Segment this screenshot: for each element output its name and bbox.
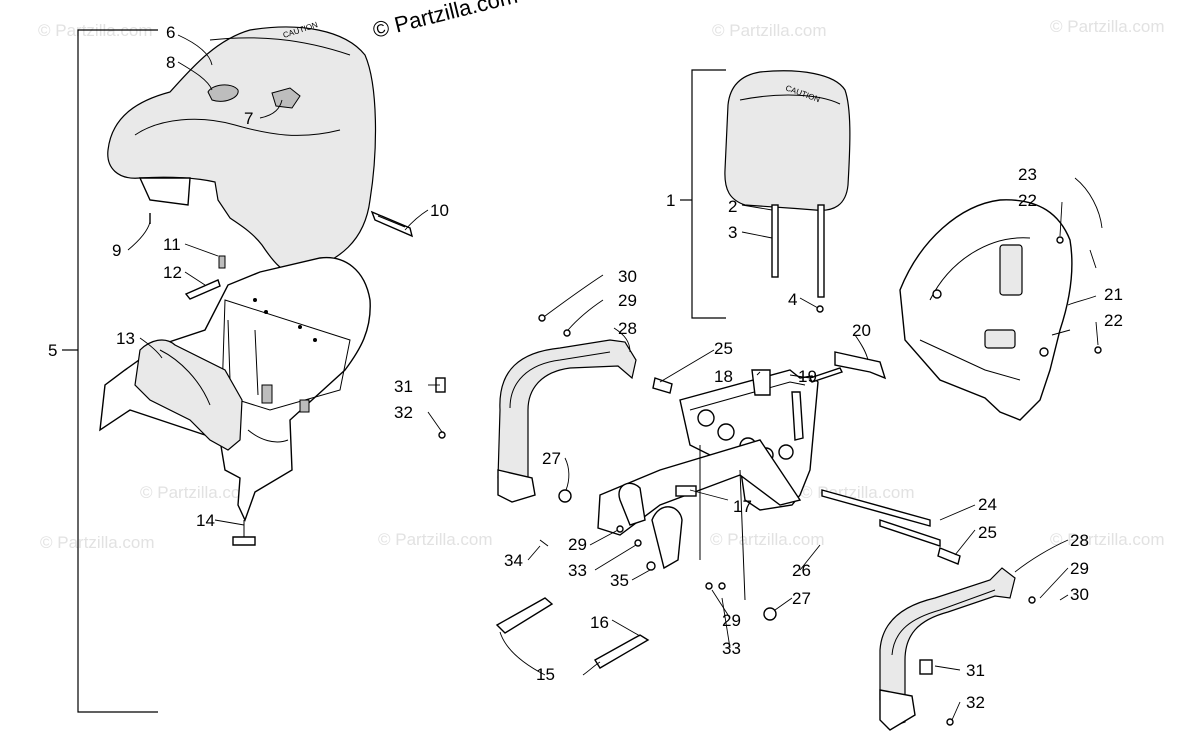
callout-9: 9 xyxy=(112,241,121,260)
watermark-main: © Partzilla.com xyxy=(370,0,520,43)
callout-2: 2 xyxy=(728,197,737,216)
watermark: © Partzilla.com xyxy=(378,530,493,549)
callout-8: 8 xyxy=(166,53,175,72)
callout-12: 12 xyxy=(163,263,182,282)
assembly-brackets xyxy=(62,29,726,713)
callout-29d: 29 xyxy=(1070,559,1089,578)
callout-28b: 28 xyxy=(1070,531,1089,550)
callout-33b: 33 xyxy=(722,639,741,658)
watermark: © Partzilla.com xyxy=(712,21,827,40)
callout-32b: 32 xyxy=(966,693,985,712)
callout-33a: 33 xyxy=(568,561,587,580)
callout-7: 7 xyxy=(244,109,253,128)
callout-27b: 27 xyxy=(792,589,811,608)
callout-17: 17 xyxy=(733,497,752,516)
callout-3: 3 xyxy=(728,223,737,242)
callout-1: 1 xyxy=(666,191,675,210)
callout-29c: 29 xyxy=(722,611,741,630)
callout-22a: 22 xyxy=(1018,191,1037,210)
watermark: © Partzilla.com xyxy=(1050,530,1165,549)
callout-18: 18 xyxy=(714,367,733,386)
callout-23: 23 xyxy=(1018,165,1037,184)
leader-lines xyxy=(127,34,1103,721)
callout-20: 20 xyxy=(852,321,871,340)
callout-24: 24 xyxy=(978,495,997,514)
callout-25a: 25 xyxy=(714,339,733,358)
watermark: © Partzilla.com xyxy=(1050,17,1165,36)
bracket-5 xyxy=(77,29,158,713)
backrest-pad: CAUTION xyxy=(724,70,851,298)
callout-21: 21 xyxy=(1104,285,1123,304)
callout-10: 10 xyxy=(430,201,449,220)
side-cover xyxy=(899,199,1073,421)
callout-22b: 22 xyxy=(1104,311,1123,330)
callout-25b: 25 xyxy=(978,523,997,542)
watermark: © Partzilla.com xyxy=(140,483,255,502)
callout-4: 4 xyxy=(788,290,797,309)
callout-31a: 31 xyxy=(394,377,413,396)
callout-29a: 29 xyxy=(618,291,637,310)
callouts: 1 2 3 4 5 6 7 8 9 10 11 12 13 14 15 16 1… xyxy=(48,23,1123,712)
backrest-frame xyxy=(597,369,819,601)
callout-27a: 27 xyxy=(542,449,561,468)
callout-29b: 29 xyxy=(568,535,587,554)
watermark: © Partzilla.com xyxy=(40,533,155,552)
grab-handles xyxy=(497,339,1016,731)
callout-31b: 31 xyxy=(966,661,985,680)
callout-28a: 28 xyxy=(618,319,637,338)
seat-cushion: CAUTION xyxy=(107,20,377,274)
callout-34: 34 xyxy=(504,551,523,570)
callout-15: 15 xyxy=(536,665,555,684)
callout-30b: 30 xyxy=(1070,585,1089,604)
bracket-1 xyxy=(691,69,726,319)
seat-base xyxy=(99,256,371,522)
callout-35: 35 xyxy=(610,571,629,590)
seat-hardware xyxy=(149,210,414,546)
callout-5: 5 xyxy=(48,341,57,360)
callout-32a: 32 xyxy=(394,403,413,422)
callout-30a: 30 xyxy=(618,267,637,286)
watermark: © Partzilla.com xyxy=(710,530,825,549)
callout-6: 6 xyxy=(166,23,175,42)
callout-19: 19 xyxy=(798,367,817,386)
callout-14: 14 xyxy=(196,511,215,530)
callout-11: 11 xyxy=(163,235,181,254)
callout-16: 16 xyxy=(590,613,609,632)
callout-26: 26 xyxy=(792,561,811,580)
misc-hardware xyxy=(435,236,1102,726)
callout-13: 13 xyxy=(116,329,135,348)
